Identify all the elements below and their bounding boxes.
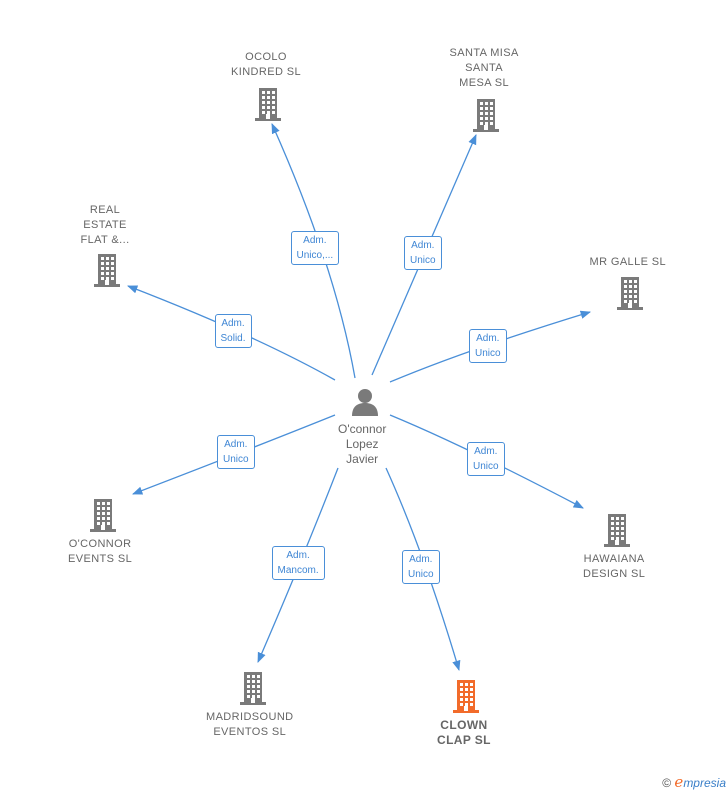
company-name-line: ESTATE — [83, 219, 127, 231]
company-name-line: MESA SL — [459, 77, 510, 89]
company-name-ocolo[interactable]: OCOLO KINDRED SL — [231, 50, 301, 80]
company-name-line: DESIGN SL — [583, 568, 646, 580]
building-icon[interactable] — [450, 678, 482, 719]
person-icon[interactable] — [350, 387, 380, 422]
company-name-real[interactable]: REAL ESTATE FLAT &... — [81, 203, 130, 248]
center-name-line: O'connor — [338, 422, 387, 436]
company-name-line: CLOWN — [440, 718, 488, 732]
company-name-line: CLAP SL — [437, 733, 491, 747]
company-name-santa[interactable]: SANTA MISA SANTA MESA SL — [450, 46, 519, 91]
center-name-line: Lopez — [345, 437, 379, 451]
company-name-line: OCOLO — [245, 51, 287, 63]
company-name-line: EVENTOS SL — [213, 726, 287, 738]
role-line: Adm. — [474, 446, 498, 457]
role-badge-santa[interactable]: Adm. Unico — [404, 236, 442, 270]
company-name-line: MR GALLE SL — [589, 256, 667, 268]
company-name-line: SANTA — [465, 62, 504, 74]
brand-name: mpresia — [683, 776, 726, 790]
role-line: Unico — [475, 348, 501, 359]
empresia-brand[interactable]: © empresia — [662, 773, 726, 791]
company-name-galle[interactable]: MR GALLE SL — [590, 255, 667, 270]
role-line: Adm. — [286, 550, 310, 561]
role-line: Unico — [473, 461, 499, 472]
role-line: Solid. — [220, 333, 246, 344]
role-line: Unico,... — [296, 250, 334, 261]
role-badge-hawaiana[interactable]: Adm. Unico — [467, 442, 505, 476]
company-name-line: MADRIDSOUND — [206, 711, 294, 723]
company-name-oconnor[interactable]: O'CONNOR EVENTS SL — [68, 537, 132, 567]
role-badge-ocolo[interactable]: Adm. Unico,... — [290, 231, 340, 265]
copyright-symbol: © — [662, 776, 672, 790]
building-icon[interactable] — [470, 97, 502, 138]
role-line: Adm. — [411, 240, 435, 251]
building-icon[interactable] — [87, 497, 119, 538]
role-badge-oconnor[interactable]: Adm. Unico — [217, 435, 255, 469]
role-line: Unico — [408, 569, 434, 580]
building-icon[interactable] — [252, 86, 284, 127]
role-badge-galle[interactable]: Adm. Unico — [469, 329, 507, 363]
role-badge-real[interactable]: Adm. Solid. — [214, 314, 252, 348]
company-name-line: FLAT &... — [80, 234, 130, 246]
role-line: Mancom. — [277, 565, 319, 576]
company-name-line: O'CONNOR — [68, 538, 132, 550]
brand-initial: e — [674, 773, 684, 791]
building-icon[interactable] — [614, 275, 646, 316]
role-line: Adm. — [221, 318, 245, 329]
building-icon[interactable] — [91, 252, 123, 293]
role-line: Adm. — [409, 554, 433, 565]
building-icon[interactable] — [237, 670, 269, 711]
company-name-hawaiana[interactable]: HAWAIANA DESIGN SL — [583, 552, 645, 582]
role-line: Adm. — [303, 235, 327, 246]
company-name-line: KINDRED SL — [231, 66, 302, 78]
company-name-line: HAWAIANA — [583, 553, 645, 565]
company-name-madrid[interactable]: MADRIDSOUND EVENTOS SL — [206, 710, 294, 740]
role-line: Unico — [223, 454, 249, 465]
center-name-line: Javier — [346, 452, 379, 466]
role-line: Adm. — [476, 333, 500, 344]
company-name-line: SANTA MISA — [449, 47, 519, 59]
role-badge-madrid[interactable]: Adm. Mancom. — [271, 546, 325, 580]
company-name-line: REAL — [89, 204, 121, 216]
role-line: Unico — [410, 255, 436, 266]
company-name-line: EVENTS SL — [68, 553, 133, 565]
building-icon[interactable] — [601, 512, 633, 553]
role-badge-clown[interactable]: Adm. Unico — [402, 550, 440, 584]
role-line: Adm. — [224, 439, 248, 450]
